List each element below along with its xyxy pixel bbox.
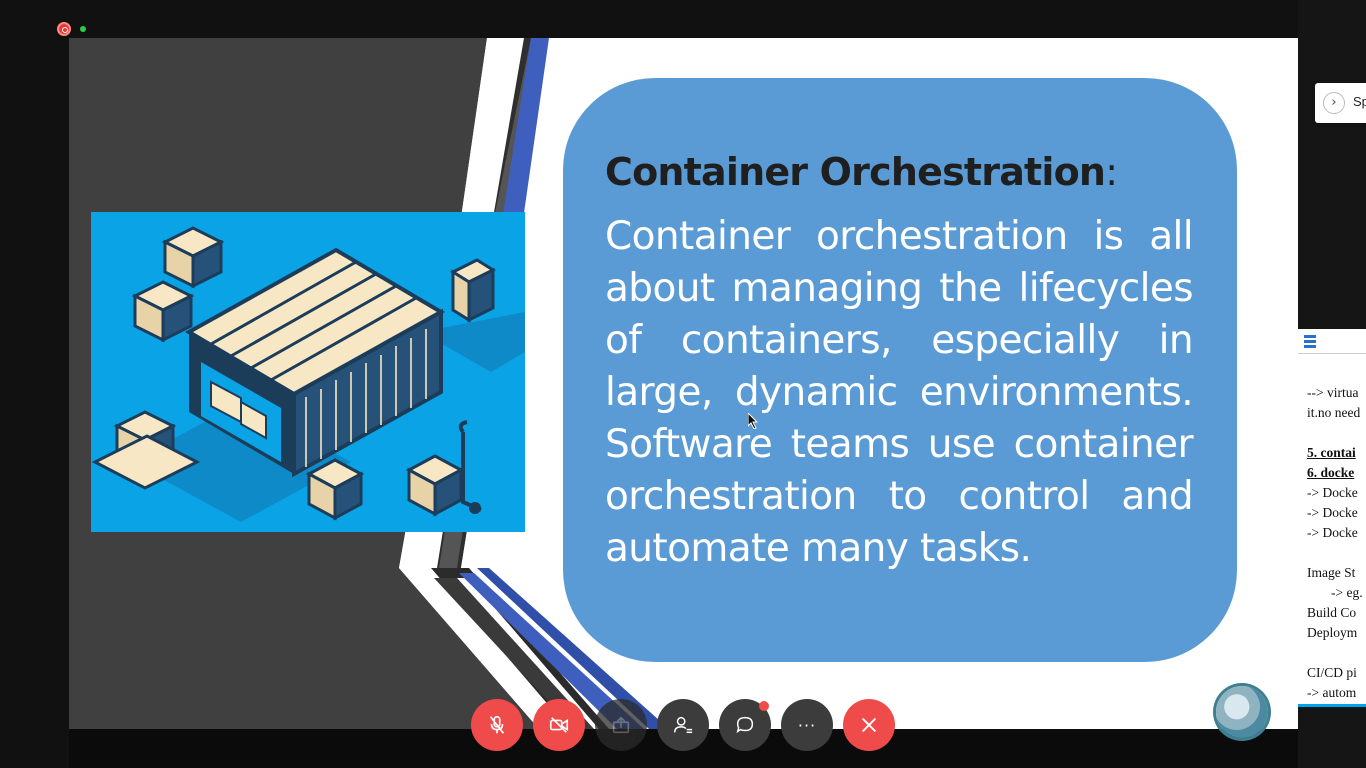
note-line: Deploym bbox=[1307, 625, 1358, 640]
video-off-icon bbox=[549, 717, 569, 733]
note-line: Image St bbox=[1307, 565, 1356, 580]
note-heading: 5. contai bbox=[1307, 445, 1356, 460]
slide-body-text: Container orchestration is all about man… bbox=[605, 214, 1194, 571]
chevron-right-icon[interactable]: › bbox=[1323, 92, 1345, 114]
mute-mic-button[interactable] bbox=[471, 699, 523, 751]
more-options-button[interactable]: ··· bbox=[781, 699, 833, 751]
mouse-cursor-icon bbox=[748, 413, 758, 429]
share-screen-button[interactable] bbox=[595, 699, 647, 751]
side-panel-tab[interactable]: › Sp bbox=[1315, 83, 1366, 123]
note-line: CI/CD pi bbox=[1307, 665, 1357, 680]
note-heading: 6. docke bbox=[1307, 465, 1355, 480]
notes-header bbox=[1298, 329, 1366, 354]
note-line: Build Co bbox=[1307, 605, 1357, 620]
note-line: --> virtua bbox=[1307, 385, 1359, 400]
shared-slide: Container Orchestration: Container orche… bbox=[69, 38, 1298, 729]
leave-call-button[interactable] bbox=[843, 699, 895, 751]
slide-title: Container Orchestration: bbox=[605, 150, 1193, 194]
container-illustration-icon bbox=[91, 226, 525, 522]
close-icon bbox=[861, 717, 877, 733]
shipping-container-illustration bbox=[91, 212, 525, 532]
notes-window: --> virtua it.no need 5. contai 6. docke… bbox=[1298, 329, 1366, 707]
participants-icon bbox=[674, 716, 693, 734]
slide-title-colon: : bbox=[1105, 150, 1118, 194]
note-line: -> eg. bbox=[1331, 585, 1363, 600]
call-controls-toolbar: ··· bbox=[471, 699, 895, 751]
share-icon bbox=[612, 716, 630, 734]
mic-off-icon bbox=[489, 715, 505, 734]
side-panel-tab-label: Sp bbox=[1353, 94, 1366, 109]
assistant-bubble-icon[interactable] bbox=[1216, 686, 1268, 738]
chat-icon bbox=[736, 716, 754, 734]
recording-indicator-icon bbox=[57, 22, 71, 36]
content-bubble: Container Orchestration: Container orche… bbox=[563, 78, 1237, 662]
slide-title-text: Container Orchestration bbox=[605, 150, 1106, 194]
participants-button[interactable] bbox=[657, 699, 709, 751]
note-line: it.no need bbox=[1307, 405, 1361, 420]
note-line: -> Docke bbox=[1307, 525, 1358, 540]
notes-text: --> virtua it.no need 5. contai 6. docke… bbox=[1298, 354, 1366, 704]
more-icon: ··· bbox=[797, 715, 817, 735]
note-line: -> autom bbox=[1307, 685, 1357, 700]
video-off-button[interactable] bbox=[533, 699, 585, 751]
connection-status-icon bbox=[80, 26, 86, 32]
note-line: -> Docke bbox=[1307, 485, 1358, 500]
note-line: -> Docke bbox=[1307, 505, 1358, 520]
notes-menu-icon[interactable] bbox=[1304, 335, 1316, 348]
chat-unread-badge bbox=[759, 701, 769, 711]
